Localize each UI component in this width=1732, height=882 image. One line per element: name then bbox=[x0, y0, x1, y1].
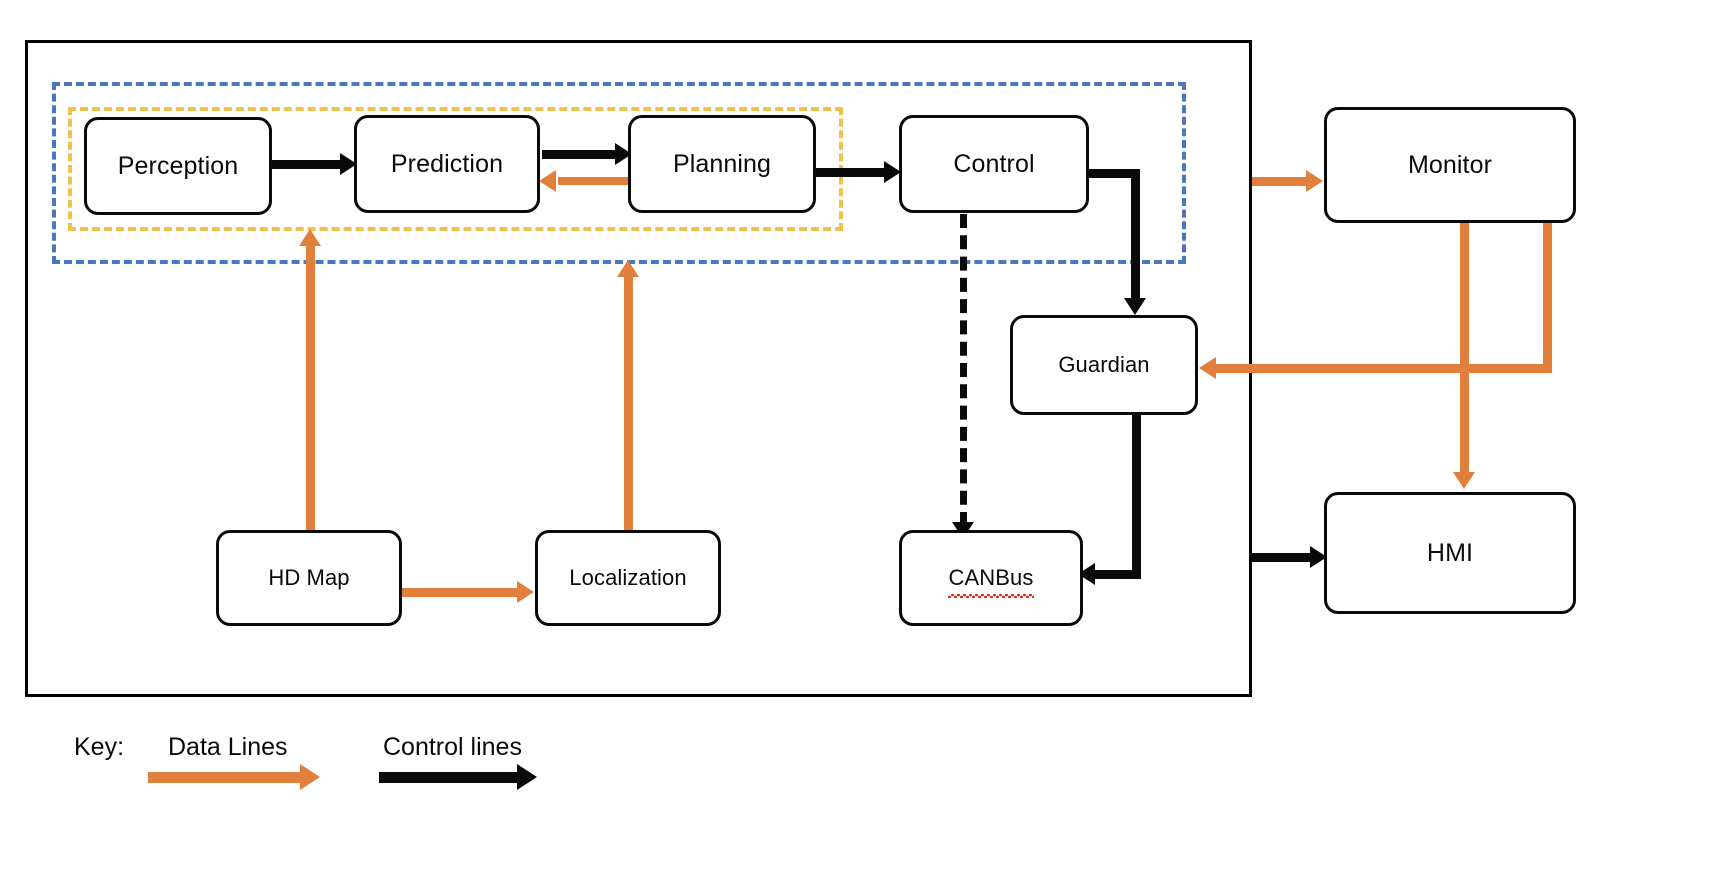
legend-title: Key: bbox=[74, 733, 125, 761]
node-control[interactable]: Control bbox=[899, 115, 1089, 213]
edge-planning-to-control bbox=[816, 168, 888, 177]
node-hd-map[interactable]: HD Map bbox=[216, 530, 402, 626]
edge-monitor-to-guardian-horizontal bbox=[1216, 364, 1552, 373]
node-guardian-label: Guardian bbox=[1058, 352, 1150, 377]
arrowhead-perception-to-prediction bbox=[340, 153, 357, 175]
node-hmi[interactable]: HMI bbox=[1324, 492, 1576, 614]
edge-guardian-to-canbus-vertical bbox=[1132, 414, 1141, 579]
node-localization-label: Localization bbox=[569, 565, 687, 590]
arrowhead-planning-to-prediction bbox=[539, 170, 556, 192]
node-perception[interactable]: Perception bbox=[84, 117, 272, 215]
arrowhead-prediction-to-planning bbox=[615, 143, 632, 165]
legend-data-label: Data Lines bbox=[168, 733, 288, 761]
arrowhead-monitor-to-guardian bbox=[1199, 357, 1216, 379]
edge-canbus-to-hmi bbox=[1252, 553, 1314, 562]
node-canbus[interactable]: CANBus bbox=[899, 530, 1083, 626]
edge-prediction-to-planning bbox=[542, 150, 620, 159]
legend-control-arrowhead bbox=[517, 764, 537, 790]
edge-hdmap-to-perception bbox=[306, 246, 315, 534]
edge-monitor-to-guardian-vertical bbox=[1543, 222, 1552, 370]
node-planning-label: Planning bbox=[672, 149, 772, 178]
edge-control-to-guardian-vertical bbox=[1131, 169, 1140, 304]
node-prediction[interactable]: Prediction bbox=[354, 115, 540, 213]
legend-data-arrow-shaft bbox=[148, 772, 304, 783]
edge-monitor-to-hmi bbox=[1460, 222, 1469, 477]
edge-localization-to-planning bbox=[624, 277, 633, 534]
arrowhead-hdmap-to-localization bbox=[517, 581, 534, 603]
edge-planning-to-prediction bbox=[558, 177, 630, 185]
node-canbus-label: CANBus bbox=[947, 565, 1035, 598]
arrowhead-monitor-to-hmi bbox=[1453, 472, 1475, 489]
arrowhead-hdmap-to-perception bbox=[299, 229, 321, 246]
edge-hdmap-to-localization bbox=[402, 588, 520, 597]
edge-system-to-monitor bbox=[1252, 177, 1310, 186]
node-guardian[interactable]: Guardian bbox=[1010, 315, 1198, 415]
node-prediction-label: Prediction bbox=[390, 149, 504, 178]
node-monitor-label: Monitor bbox=[1407, 150, 1493, 179]
edge-control-to-canbus-dashed bbox=[960, 214, 967, 526]
node-monitor[interactable]: Monitor bbox=[1324, 107, 1576, 223]
arrowhead-localization-to-planning bbox=[617, 260, 639, 277]
edge-control-to-guardian-horizontal bbox=[1088, 169, 1140, 178]
node-localization[interactable]: Localization bbox=[535, 530, 721, 626]
node-hmi-label: HMI bbox=[1426, 538, 1474, 567]
node-perception-label: Perception bbox=[117, 151, 239, 180]
edge-guardian-to-canbus-horizontal bbox=[1092, 570, 1140, 579]
node-planning[interactable]: Planning bbox=[628, 115, 816, 213]
legend-control-label: Control lines bbox=[383, 733, 522, 761]
edge-perception-to-prediction bbox=[272, 160, 344, 169]
arrowhead-planning-to-control bbox=[884, 161, 901, 183]
arrowhead-control-to-guardian bbox=[1124, 298, 1146, 315]
arrowhead-system-to-monitor bbox=[1306, 170, 1323, 192]
legend-control-arrow-shaft bbox=[379, 772, 521, 783]
legend-data-arrowhead bbox=[300, 764, 320, 790]
arrowhead-canbus-to-hmi bbox=[1310, 546, 1327, 568]
node-control-label: Control bbox=[953, 149, 1035, 178]
node-hd-map-label: HD Map bbox=[268, 565, 350, 590]
